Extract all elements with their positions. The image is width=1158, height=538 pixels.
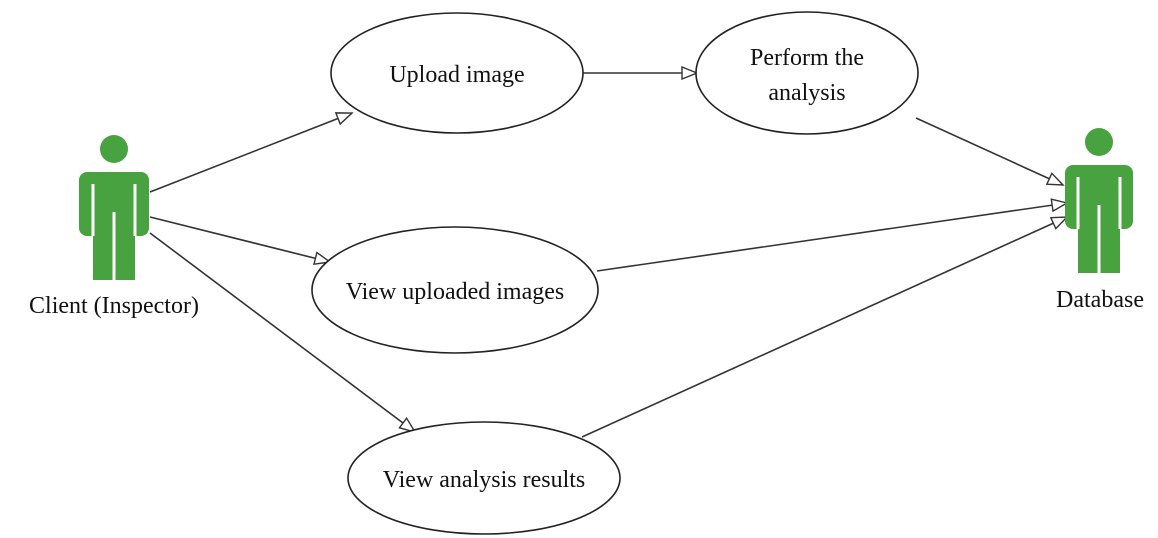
use-case-perform-analysis: Perform the analysis <box>695 11 919 135</box>
use-case-view-uploaded-images-label: View uploaded images <box>346 279 565 305</box>
association-perform-database <box>915 117 1063 185</box>
use-case-perform-analysis-line1: Perform the <box>750 45 864 71</box>
association-client-view-uploaded <box>149 216 330 262</box>
database-actor-label: Database <box>1056 287 1144 313</box>
association-view-uploaded-database <box>596 203 1067 272</box>
use-case-upload-image: Upload image <box>330 12 584 134</box>
client-actor: Client (Inspector) <box>29 135 199 319</box>
client-actor-label: Client (Inspector) <box>29 293 199 319</box>
person-icon <box>1065 128 1133 273</box>
database-actor: Database <box>1056 128 1144 313</box>
use-case-upload-image-label: Upload image <box>389 62 524 88</box>
use-case-view-uploaded-images: View uploaded images <box>311 226 599 354</box>
use-case-perform-analysis-line2: analysis <box>768 80 845 106</box>
association-view-results-database <box>581 217 1067 438</box>
use-case-view-analysis-results-label: View analysis results <box>383 467 586 493</box>
association-client-upload <box>149 113 352 193</box>
use-case-view-analysis-results: View analysis results <box>347 421 621 535</box>
person-icon <box>79 135 149 280</box>
association-client-view-results <box>149 232 415 432</box>
